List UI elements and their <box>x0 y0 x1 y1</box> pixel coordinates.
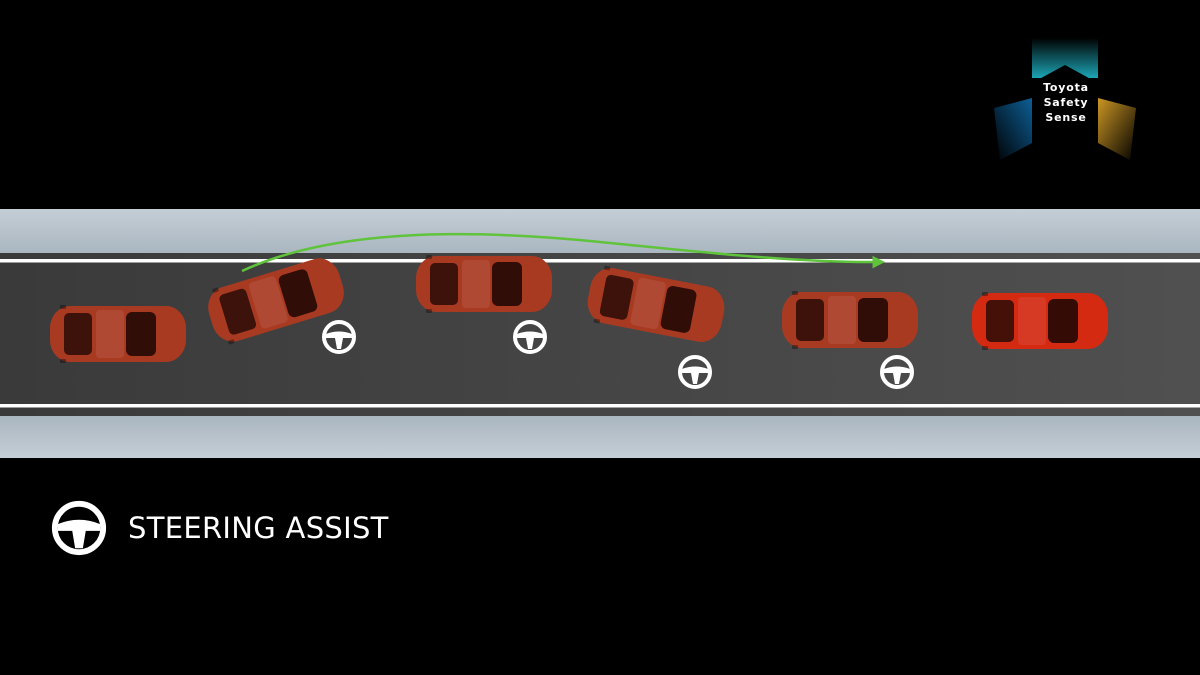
lane-line-top <box>0 259 1200 263</box>
steering-path-arrow <box>241 232 885 273</box>
logo-line: Safety <box>1043 96 1089 109</box>
toyota-safety-sense-logo <box>994 38 1136 160</box>
car-frame-3 <box>416 255 552 313</box>
logo-line: Toyota <box>1043 81 1089 94</box>
road-shoulder-bottom <box>0 416 1200 458</box>
car-frame-5 <box>782 291 918 349</box>
logo-line: Sense <box>1045 111 1087 124</box>
car-frame-1 <box>50 305 186 363</box>
logo-text: Toyota Safety Sense <box>1032 80 1100 125</box>
feature-caption: STEERING ASSIST <box>50 498 389 558</box>
lane-line-bottom <box>0 404 1200 408</box>
road-shoulder-top <box>0 209 1200 253</box>
feature-title: STEERING ASSIST <box>128 511 389 545</box>
steering-wheel-icon <box>51 500 107 556</box>
car-current <box>972 292 1108 350</box>
